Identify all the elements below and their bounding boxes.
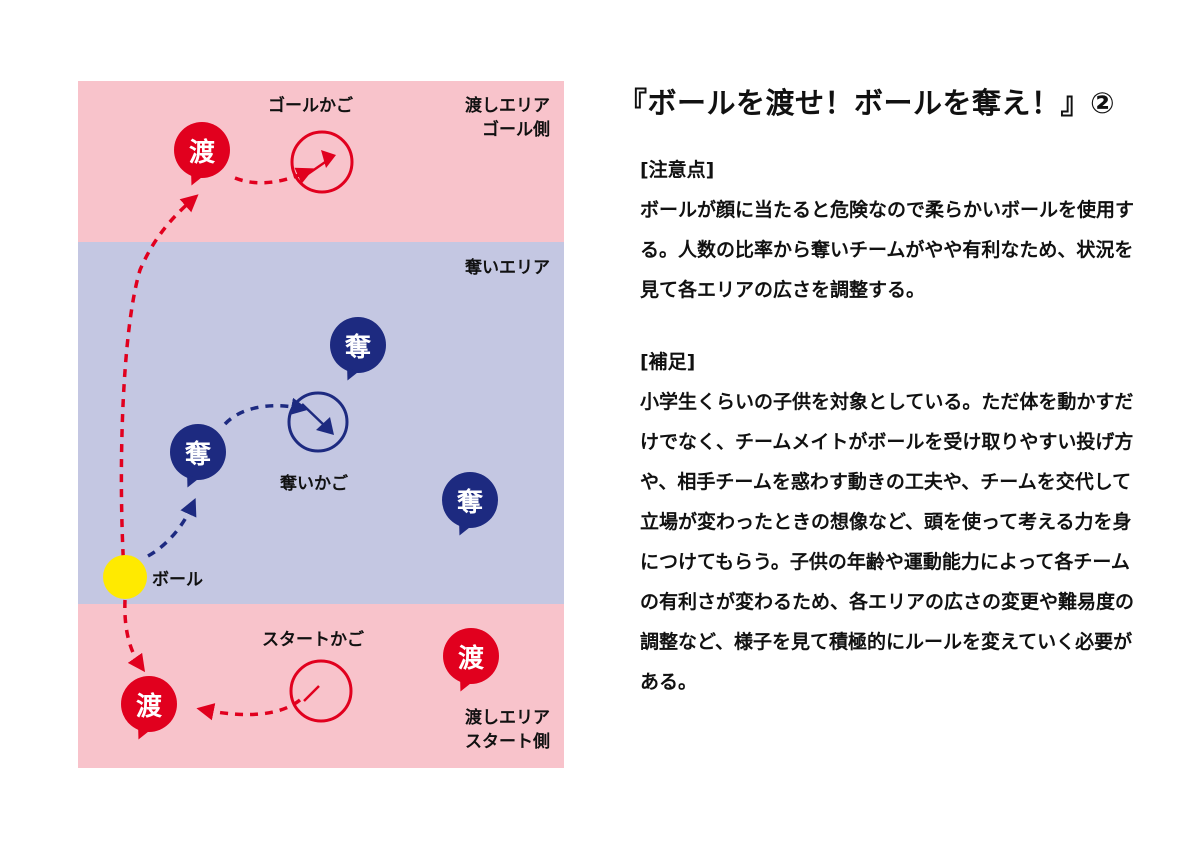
pass-player-goal-marker: 渡: [174, 122, 230, 178]
pass-area-goal-label: 渡しエリア ゴール側: [465, 96, 550, 140]
pass-area-goal-zone: [78, 81, 564, 242]
start-basket-icon: [289, 659, 353, 723]
notes-body: ボールが顔に当たると危険なので柔らかいボールを使用する。人数の比率から奪いチーム…: [640, 199, 1135, 301]
start-basket-label: スタートかご: [262, 630, 364, 650]
pass-player-start-marker-right: 渡: [443, 628, 499, 684]
notes-section: [注意点] ボールが顔に当たると危険なので柔らかいボールを使用する。人数の比率か…: [640, 150, 1140, 310]
pass-player-start-marker: 渡: [121, 676, 177, 732]
goal-shot-arrow: [234, 167, 314, 185]
steal-basket-icon: [287, 391, 349, 453]
steal-player-marker-left: 奪: [170, 424, 226, 480]
steal-player-marker-top: 奪: [330, 317, 386, 373]
notes-heading: [注意点]: [640, 159, 715, 181]
ball-icon: [103, 555, 147, 599]
goal-basket-label: ゴールかご: [268, 96, 353, 116]
supplement-body: 小学生くらいの子供を対象としている。ただ体を動かすだけでなく、チームメイトがボー…: [640, 391, 1135, 693]
start-pass-arrow: [123, 599, 146, 673]
page-title: 『ボールを渡せ！ボールを奪え！』②: [618, 86, 1116, 120]
ball-label: ボール: [152, 570, 203, 590]
steal-shot-arrow: [223, 397, 309, 426]
long-pass-arrow: [119, 194, 199, 573]
steal-area-label: 奪いエリア: [465, 258, 550, 278]
start-basket-arrow: [196, 698, 302, 721]
steal-player-marker-right: 奪: [442, 472, 498, 528]
pass-area-start-label: 渡しエリア スタート側: [465, 708, 550, 752]
ball-to-steal-arrow: [147, 498, 197, 558]
supplement-heading: [補足]: [640, 351, 696, 373]
supplement-section: [補足] 小学生くらいの子供を対象としている。ただ体を動かすだけでなく、チームメ…: [640, 342, 1140, 702]
goal-basket-icon: [290, 130, 354, 194]
steal-basket-label: 奪いかご: [280, 474, 348, 494]
